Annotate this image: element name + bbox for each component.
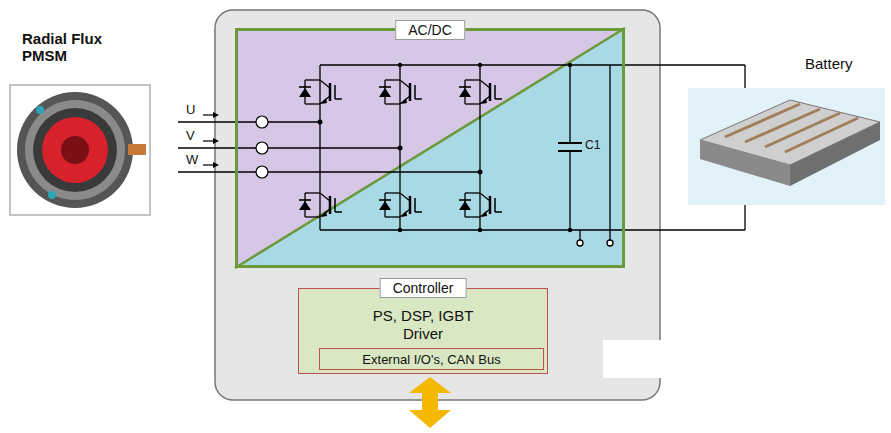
battery-cells	[725, 104, 858, 152]
motor-hub	[61, 136, 89, 164]
battery-label: Battery	[805, 55, 853, 72]
motor-shaft	[128, 144, 146, 155]
battery-ground	[688, 88, 885, 205]
battery-plus-lead	[744, 65, 745, 88]
junction-dot	[568, 63, 572, 67]
motor-illustration	[10, 85, 150, 215]
box-heading: Controller	[380, 278, 467, 298]
terminal	[577, 240, 583, 246]
converter-box: AC/DC	[235, 28, 625, 268]
battery-side	[700, 140, 790, 186]
current-arrow	[203, 164, 214, 165]
motor-rotor	[42, 117, 108, 183]
junction-dot	[318, 120, 323, 125]
current-arrow	[203, 114, 214, 115]
igbt-symbol	[299, 80, 342, 104]
battery-cell	[745, 109, 820, 142]
component-label: C1	[585, 139, 600, 153]
igbt-symbol	[459, 80, 502, 104]
capacitor-lead	[569, 151, 570, 230]
phase-label: U	[186, 103, 195, 118]
dc-plus-rail	[320, 64, 745, 65]
battery-cell	[785, 118, 858, 152]
battery-illustration	[688, 88, 885, 205]
motor-label: Radial Flux PMSM	[22, 30, 122, 65]
box-heading: AC/DC	[395, 20, 465, 40]
junction-dot	[568, 228, 572, 232]
igbt-symbol	[459, 193, 502, 217]
igbt-symbol	[379, 80, 422, 104]
controller-functions: PS, DSP, IGBT Driver	[363, 307, 483, 343]
io-box: External I/O's, CAN Bus	[319, 348, 544, 370]
arrowhead	[213, 138, 219, 144]
interface-arrow	[409, 377, 451, 428]
battery-front	[790, 122, 880, 186]
current-sensor	[256, 166, 268, 178]
controller-box: ControllerPS, DSP, IGBT DriverExternal I…	[298, 288, 548, 374]
motor-ring	[25, 100, 125, 200]
junction-dots	[318, 63, 573, 232]
phase-label: W	[186, 153, 198, 168]
battery-minus-lead	[744, 205, 745, 230]
arrowhead	[213, 162, 219, 168]
current-sensor	[256, 142, 268, 154]
junction-dot	[398, 228, 402, 232]
motor-marker	[48, 191, 56, 199]
junction-dot	[398, 63, 402, 67]
bus-lead	[609, 65, 610, 240]
bus-lead	[579, 230, 580, 240]
arrowhead	[213, 112, 219, 118]
junction-dot	[398, 146, 403, 151]
terminal	[607, 240, 613, 246]
junction-dot	[478, 228, 482, 232]
inverter-housing	[215, 10, 660, 400]
battery-cell	[725, 104, 800, 137]
dc-minus-rail	[320, 229, 745, 230]
current-sensor	[256, 116, 268, 128]
igbt-symbol	[379, 193, 422, 217]
io-text: External I/O's, CAN Bus	[320, 349, 543, 369]
white-patch	[603, 340, 703, 378]
junction-dot	[478, 63, 482, 67]
motor-marker	[36, 106, 44, 114]
current-arrow	[203, 140, 214, 141]
motor-housing	[17, 92, 133, 208]
capacitor-plate	[558, 142, 582, 144]
phase-wire	[178, 147, 400, 148]
motor-frame	[10, 85, 150, 215]
current-arrowheads	[213, 112, 219, 168]
junction-dot	[478, 170, 483, 175]
igbt-symbol	[299, 193, 342, 217]
inverter-wiring	[178, 65, 745, 246]
phase-wire	[178, 121, 320, 122]
phase-wire	[178, 171, 480, 172]
capacitor-plate	[558, 150, 582, 152]
inverter-leg	[479, 65, 480, 230]
capacitor-lead	[569, 65, 570, 143]
phase-label: V	[186, 129, 195, 144]
motor-stator	[33, 108, 117, 192]
